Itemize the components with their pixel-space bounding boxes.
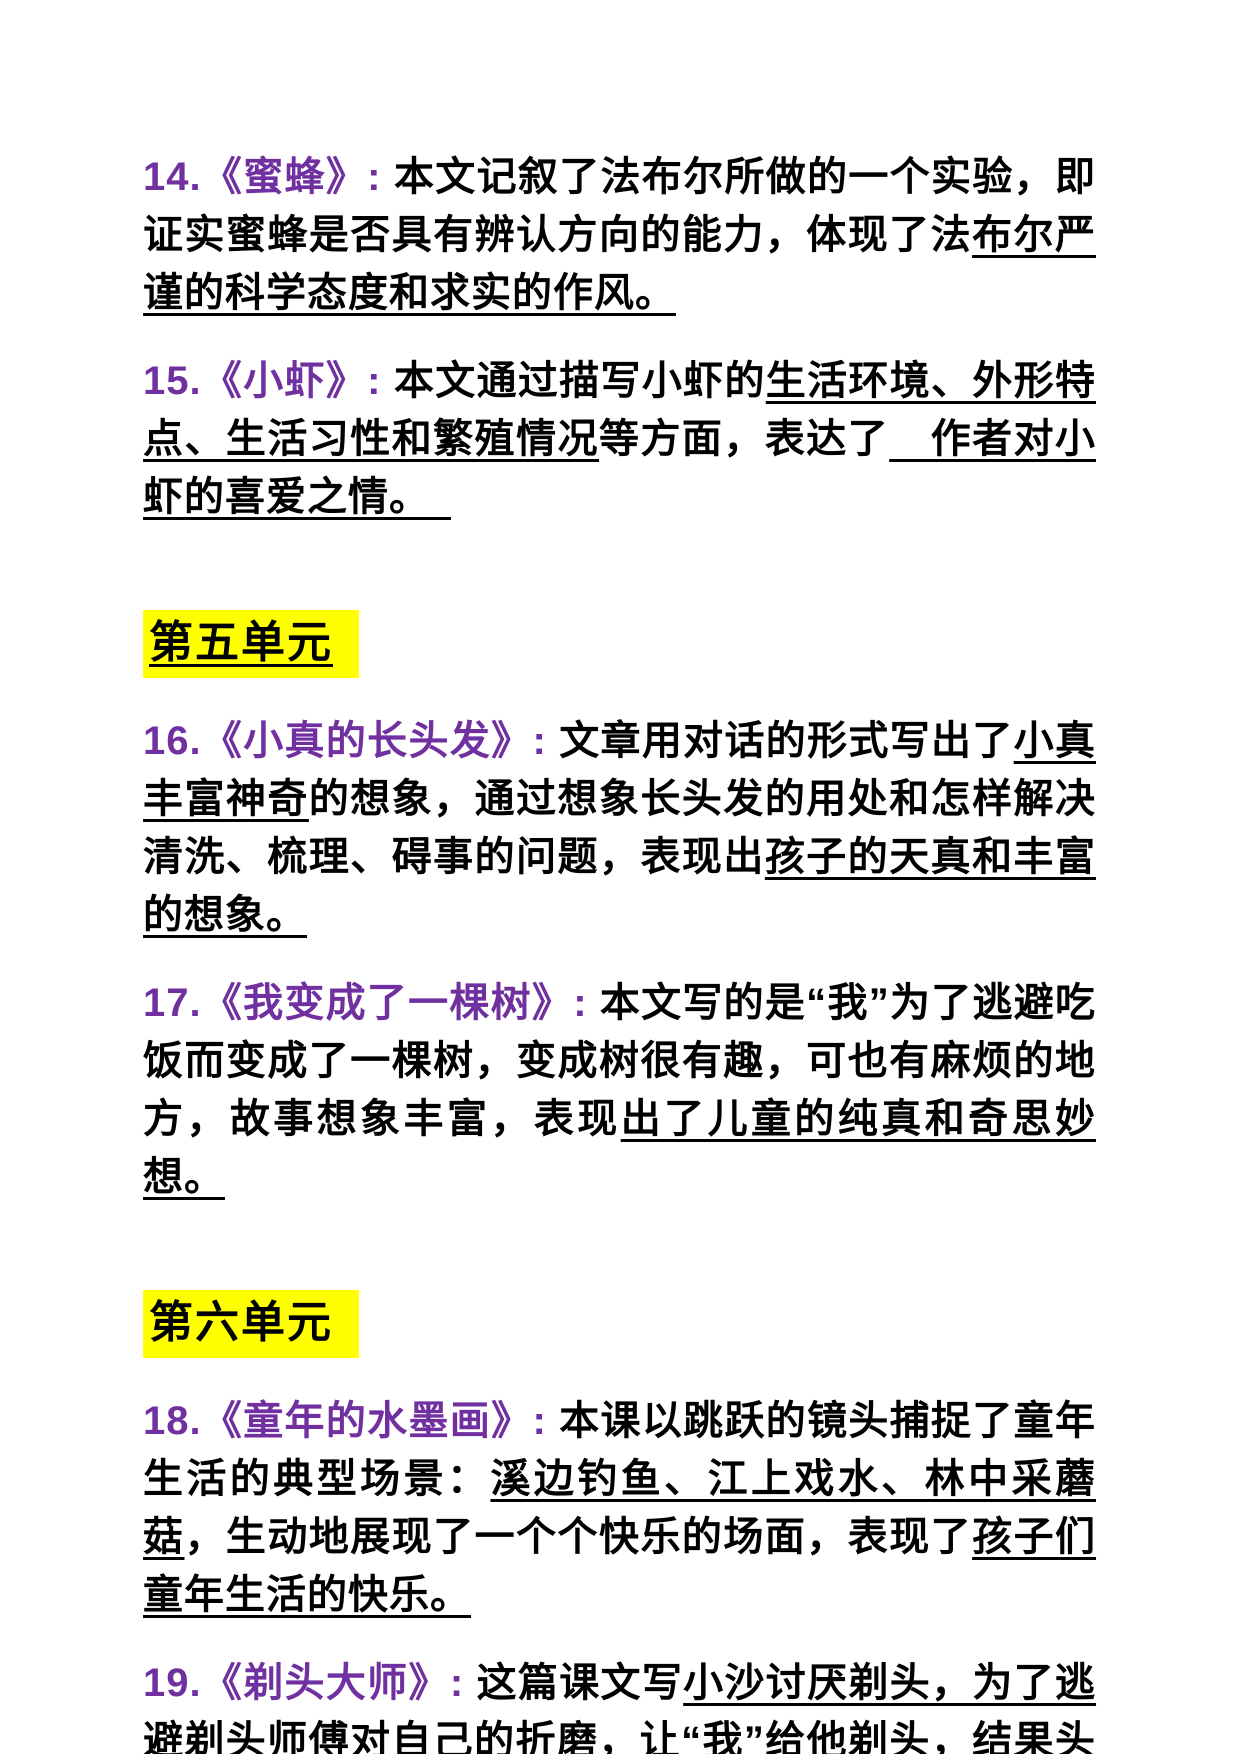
text-segment: 本文通过描写小虾的 <box>393 359 766 403</box>
text-segment: 本课以跳跃的镜头捕捉了童年生活的典型场景： <box>143 1399 1096 1501</box>
yellow-highlight: 第六单元 <box>143 1290 359 1358</box>
text-segment: 文章用对话的形式写出了 <box>559 719 1014 763</box>
lesson-summary-17: 17.《我变成了一棵树》: 本文写的是“我”为了逃避吃饭而变成了一棵树，变成树很… <box>143 974 1096 1206</box>
lesson-summary-15: 15.《小虾》: 本文通过描写小虾的生活环境、外形特点、生活习性和繁殖情况等方面… <box>143 352 1096 526</box>
underlined-text-segment: 作者对小虾的喜爱之情。 <box>143 417 1097 519</box>
underlined-text-segment: 小真丰富神奇 <box>143 719 1097 821</box>
text-segment: ，生动地展现了一个个快乐的场面，表现了 <box>184 1515 973 1559</box>
text-segment: 的想象，通过想象长头发的用处和怎样解决清洗、梳理、碍事的问题，表现出 <box>143 777 1097 879</box>
lesson-title: 15.《小虾》: <box>143 359 394 403</box>
underlined-text-segment: 出了儿童的纯真和奇思妙想。 <box>143 1097 1097 1199</box>
underlined-text-segment: 生活环境、外形特点、生活习性和繁殖情况 <box>143 359 1097 461</box>
lesson-title: 14.《蜜蜂》: <box>143 155 394 199</box>
yellow-highlight: 第五单元 <box>143 610 359 678</box>
lesson-summary-14: 14.《蜜蜂》: 本文记叙了法布尔所做的一个实验，即证实蜜蜂是否具有辨认方向的能… <box>143 148 1096 322</box>
underlined-text-segment: 布尔严谨的科学态度和求实的作风。 <box>143 213 1097 315</box>
text-segment: 等方面，表达了 <box>599 417 890 461</box>
text-segment: 本文写的是“我”为了逃避吃饭而变成了一棵树，变成树很有趣，可也有麻烦的地方，故事… <box>143 981 1096 1141</box>
unit-header-5: 第五单元 <box>143 610 1096 678</box>
underlined-text-segment: 孩子们童年生活的快乐。 <box>143 1515 1097 1617</box>
lesson-summary-18: 18.《童年的水墨画》: 本课以跳跃的镜头捕捉了童年生活的典型场景：溪边钓鱼、江… <box>143 1392 1096 1624</box>
lesson-title: 16.《小真的长头发》: <box>143 719 560 763</box>
lesson-title: 19.《剃头大师》: <box>143 1661 477 1705</box>
unit-header-label: 第五单元 <box>149 618 333 667</box>
unit-header-label: 第六单元 <box>149 1298 333 1347</box>
text-segment: 本文记叙了法布尔所做的一个实验，即证实蜜蜂是否具有辨认方向的能力，体现了法 <box>143 155 1096 257</box>
text-segment: 这篇课文写 <box>476 1661 684 1705</box>
lesson-summary-16: 16.《小真的长头发》: 文章用对话的形式写出了小真丰富神奇的想象，通过想象长头… <box>143 712 1096 944</box>
unit-header-6: 第六单元 <box>143 1290 1096 1358</box>
lesson-summary-19: 19.《剃头大师》: 这篇课文写小沙讨厌剃头，为了逃避剃头师傅对自己的折磨，让“… <box>143 1654 1096 1754</box>
lesson-title: 18.《童年的水墨画》: <box>143 1399 560 1443</box>
document-content: 14.《蜜蜂》: 本文记叙了法布尔所做的一个实验，即证实蜜蜂是否具有辨认方向的能… <box>143 148 1096 1754</box>
underlined-text-segment: 孩子的天真和丰富的想象。 <box>143 835 1097 937</box>
lesson-title: 17.《我变成了一棵树》: <box>143 981 600 1025</box>
underlined-text-segment: 小沙讨厌剃头，为了逃避剃头师傅对自己的折磨，让“我”给他剃头，结果头发被“我”剪… <box>143 1661 1097 1754</box>
underlined-text-segment: 溪边钓鱼、江上戏水、林中采蘑菇 <box>143 1457 1097 1559</box>
